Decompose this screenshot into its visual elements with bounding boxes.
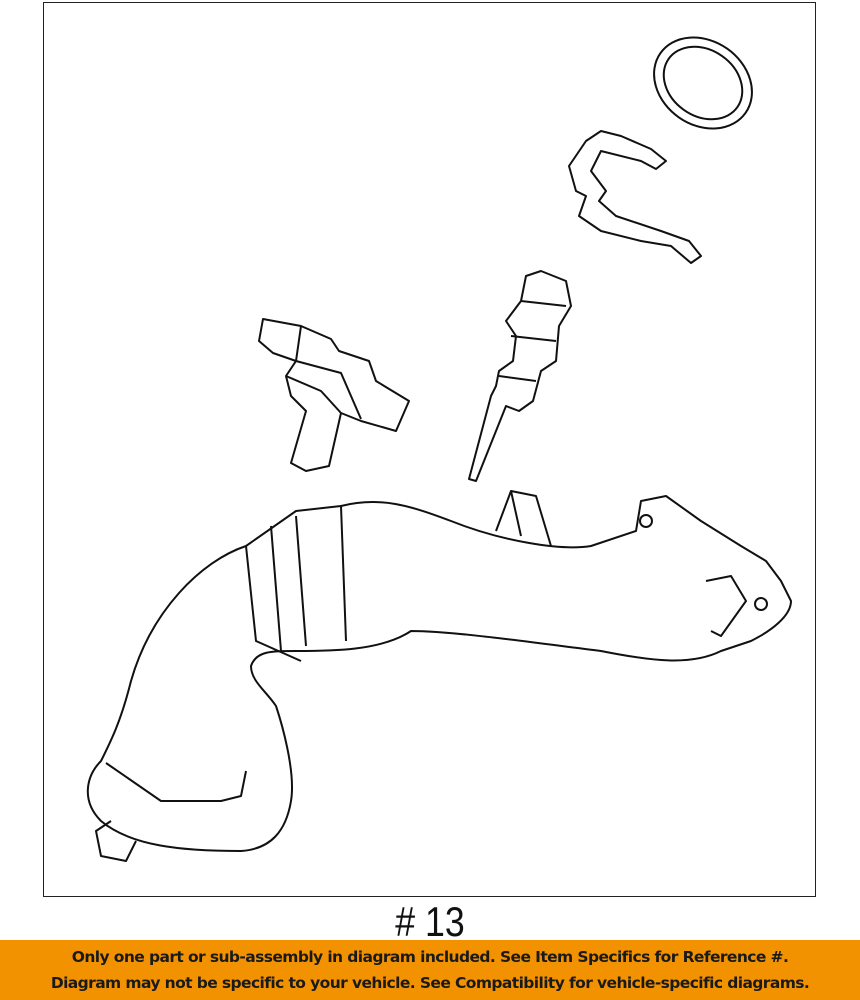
pressure-sensor — [258, 318, 410, 472]
diagram-frame — [43, 2, 816, 897]
temperature-sensor — [468, 270, 572, 482]
clip — [568, 130, 702, 264]
retaining-ring — [653, 36, 753, 130]
parts-diagram — [86, 36, 792, 862]
egr-tube — [86, 490, 792, 862]
reference-number: # 13 — [395, 898, 465, 945]
disclaimer-line-1: Only one part or sub-assembly in diagram… — [71, 948, 789, 966]
disclaimer-line-2: Diagram may not be specific to your vehi… — [50, 974, 810, 992]
disclaimer-banner: Only one part or sub-assembly in diagram… — [0, 940, 860, 1000]
